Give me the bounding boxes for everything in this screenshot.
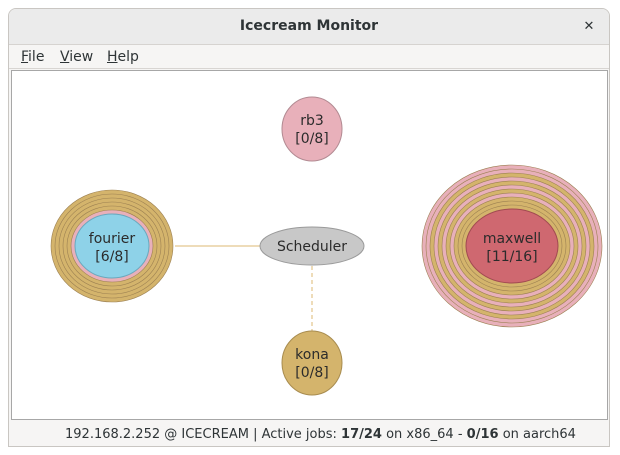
status-aarch-jobs: 0/16: [466, 427, 499, 442]
node-maxwell-name: maxwell: [483, 231, 541, 247]
node-maxwell-jobs: [11/16]: [486, 249, 537, 265]
close-button[interactable]: ✕: [579, 17, 599, 37]
node-rb3-jobs: [0/8]: [295, 131, 328, 147]
title-bar: Icecream Monitor ✕: [9, 9, 609, 45]
node-kona-jobs: [0/8]: [295, 365, 328, 381]
node-maxwell-core: [465, 208, 559, 284]
node-rb3-name: rb3: [300, 113, 324, 129]
node-scheduler[interactable]: Scheduler: [259, 226, 365, 266]
node-scheduler-core: [259, 226, 365, 266]
node-kona[interactable]: kona [0/8]: [281, 330, 343, 396]
node-kona-core: [281, 330, 343, 396]
menu-file[interactable]: File: [21, 49, 45, 65]
menu-help[interactable]: Help: [107, 49, 139, 65]
status-x86-jobs: 17/24: [341, 427, 382, 442]
window-title: Icecream Monitor: [239, 18, 379, 34]
status-host: 192.168.2.252 @ ICECREAM: [65, 427, 249, 442]
cluster-graph-canvas[interactable]: rb3 [0/8] fourier [6/8] Scheduler maxwel…: [11, 70, 608, 420]
node-rb3[interactable]: rb3 [0/8]: [281, 96, 343, 162]
status-bar: 192.168.2.252 @ ICECREAM | Active jobs: …: [9, 423, 609, 446]
icecream-monitor-window: Icecream Monitor ✕ File View Help rb3 [0…: [8, 8, 610, 447]
node-fourier-name: fourier: [89, 231, 136, 247]
node-rb3-core: [281, 96, 343, 162]
node-maxwell[interactable]: maxwell [11/16]: [421, 164, 603, 328]
menu-view[interactable]: View: [60, 49, 94, 65]
cluster-graph: rb3 [0/8] fourier [6/8] Scheduler maxwel…: [50, 96, 603, 396]
close-icon: ✕: [583, 19, 595, 34]
status-aarch-arch: on aarch64: [498, 427, 576, 442]
status-x86-arch: on x86_64 -: [381, 427, 467, 442]
menu-bar: File View Help: [9, 45, 609, 69]
status-text: 192.168.2.252 @ ICECREAM | Active jobs: …: [65, 427, 576, 442]
node-fourier-jobs: [6/8]: [95, 249, 128, 265]
node-kona-name: kona: [295, 347, 329, 363]
node-scheduler-label: Scheduler: [277, 239, 347, 255]
status-sep: | Active jobs:: [248, 427, 342, 442]
node-fourier[interactable]: fourier [6/8]: [50, 189, 174, 303]
node-fourier-core: [74, 213, 150, 279]
